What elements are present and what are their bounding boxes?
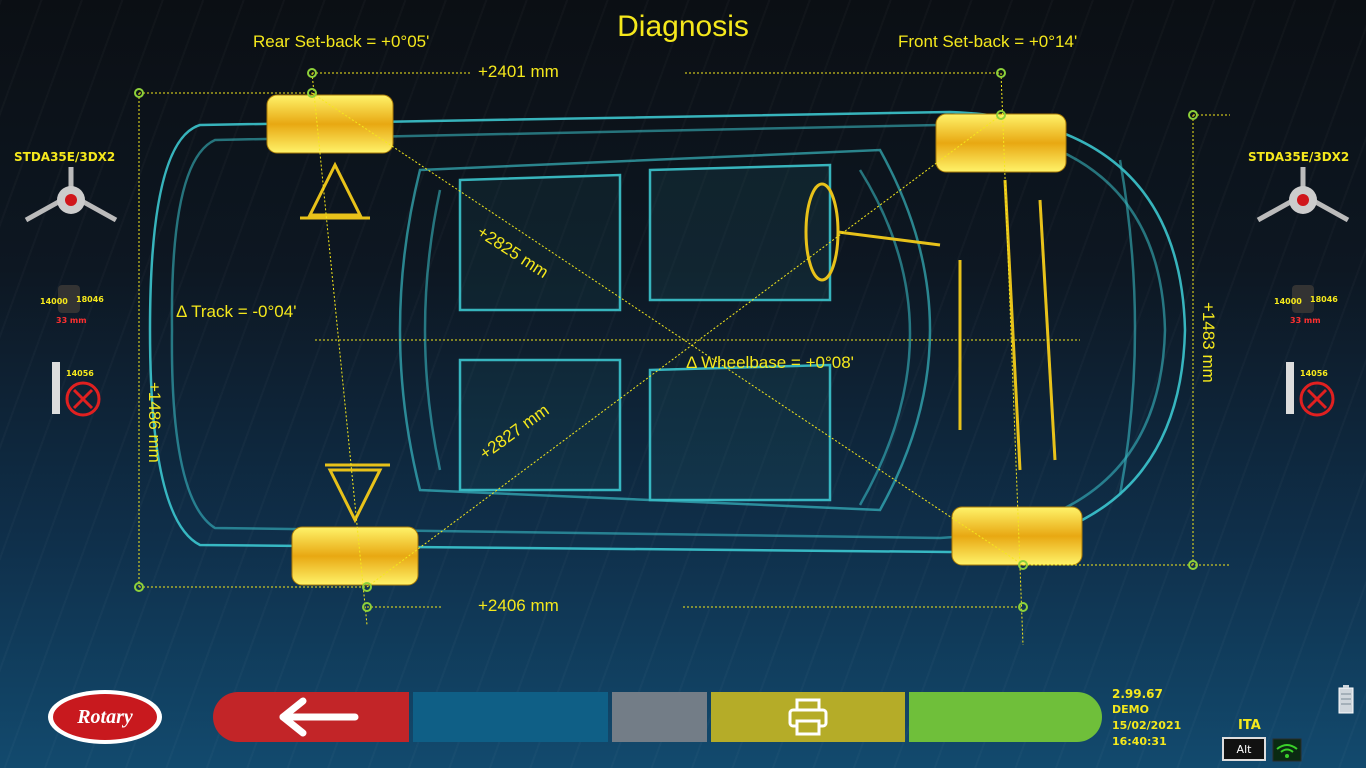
right-wheelbase-label: +1483 mm	[1199, 302, 1218, 383]
left-sensor-icon	[24, 167, 118, 223]
left-code-b: 18046	[76, 295, 104, 304]
right-clamp-code: 14056	[1300, 369, 1328, 378]
right-tire-icon	[1292, 285, 1314, 313]
car-body	[148, 110, 1187, 554]
left-wheelbase-label: +1486 mm	[145, 382, 164, 463]
battery-icon	[1338, 685, 1354, 714]
toolbar-button-5[interactable]	[909, 692, 1102, 742]
rear-setback-label: Rear Set-back = +0°05'	[253, 32, 430, 51]
right-distance: 33 mm	[1290, 316, 1321, 325]
right-sensor-icon	[1256, 167, 1350, 223]
measurement-lines	[138, 72, 1230, 646]
wheels	[266, 94, 1083, 586]
page-title: Diagnosis	[617, 10, 749, 43]
wifi-icon	[1272, 738, 1302, 762]
back-button[interactable]	[213, 692, 409, 742]
toolbar-button-2[interactable]	[413, 692, 608, 742]
wheel-rear-top	[266, 94, 394, 154]
wheel-rear-bottom	[291, 526, 419, 586]
rear-suspension	[300, 161, 390, 524]
printer-icon	[788, 698, 828, 736]
toolbar-button-3[interactable]	[612, 692, 707, 742]
language-indicator: ITA	[1238, 718, 1261, 733]
wheel-front-top	[935, 113, 1067, 173]
print-button[interactable]	[711, 692, 905, 742]
bottom-track-width-label: +2406 mm	[478, 596, 559, 615]
delta-wheelbase-label: Δ Wheelbase = +0°08'	[686, 353, 854, 372]
top-track-width-label: +2401 mm	[478, 62, 559, 81]
right-clamp-icon	[1286, 362, 1294, 414]
mode-text: DEMO	[1112, 703, 1149, 716]
steering	[804, 179, 1057, 471]
wheel-front-bottom	[951, 506, 1083, 566]
left-clamp-icon	[52, 362, 60, 414]
date-text: 15/02/2021	[1112, 719, 1182, 732]
left-clamp-code: 14056	[66, 369, 94, 378]
left-error-icon	[65, 381, 101, 417]
arrow-left-icon	[279, 697, 359, 737]
right-code-b: 18046	[1310, 295, 1338, 304]
right-error-icon	[1299, 381, 1335, 417]
svg-text:Rotary: Rotary	[76, 706, 133, 728]
front-setback-label: Front Set-back = +0°14'	[898, 32, 1078, 51]
left-tire-icon	[58, 285, 80, 313]
right-sensor-model: STDA35E/3DX2	[1248, 150, 1350, 164]
left-distance: 33 mm	[56, 316, 87, 325]
left-code-a: 14000	[40, 297, 68, 306]
right-code-a: 14000	[1274, 297, 1302, 306]
measurement-points	[134, 68, 1198, 612]
rotary-logo: Rotary	[48, 690, 162, 744]
version-text: 2.99.67	[1112, 687, 1163, 701]
status-info: 2.99.67 DEMO 15/02/2021 16:40:31	[1112, 686, 1181, 750]
time-text: 16:40:31	[1112, 735, 1167, 748]
keyboard-icon[interactable]: Alt	[1222, 737, 1266, 761]
left-sensor-model: STDA35E/3DX2	[14, 150, 116, 164]
delta-track-label: Δ Track = -0°04'	[176, 302, 297, 321]
